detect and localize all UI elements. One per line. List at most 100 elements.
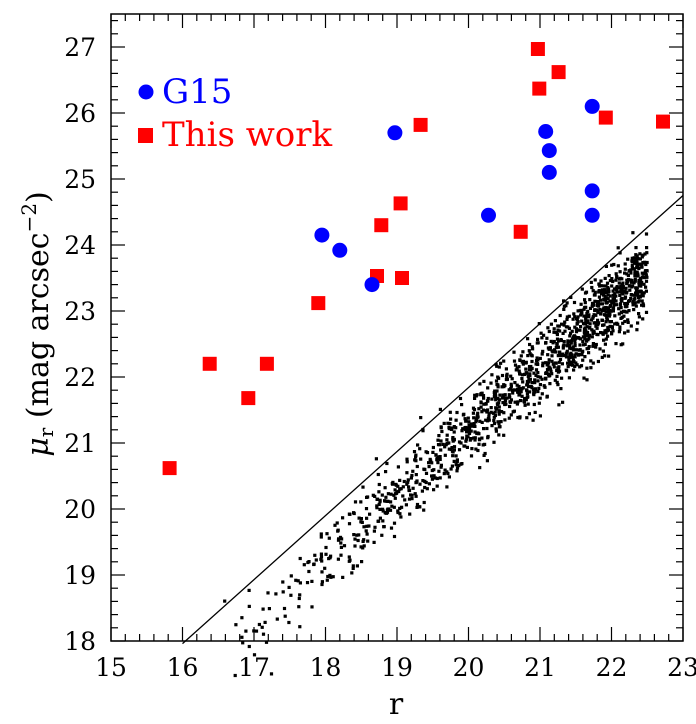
sample-point xyxy=(431,474,435,478)
sample-point xyxy=(607,274,611,278)
sample-point xyxy=(496,420,500,424)
sample-point xyxy=(507,393,511,397)
sample-point xyxy=(455,469,459,473)
sample-point xyxy=(618,276,622,280)
sample-point xyxy=(485,459,489,463)
sample-point xyxy=(409,476,413,480)
sample-point xyxy=(592,313,596,317)
sample-point xyxy=(591,289,595,293)
sample-point xyxy=(319,535,323,539)
sample-point xyxy=(637,312,641,316)
sample-point xyxy=(527,412,531,416)
sample-point xyxy=(501,393,505,397)
sample-point xyxy=(567,314,571,318)
sample-point xyxy=(261,607,265,611)
sample-point xyxy=(566,361,570,365)
sample-point xyxy=(641,317,645,321)
sample-point xyxy=(626,320,630,324)
y-tick-label: 27 xyxy=(64,33,96,62)
sample-point xyxy=(502,411,506,415)
sample-point xyxy=(637,315,641,319)
sample-point xyxy=(540,336,544,340)
sample-point xyxy=(574,361,578,365)
sample-point xyxy=(393,488,397,492)
sample-point xyxy=(471,411,475,415)
sample-point xyxy=(636,272,640,276)
sample-point xyxy=(477,407,481,411)
sample-point xyxy=(515,383,519,387)
sample-point xyxy=(606,326,610,330)
sample-point xyxy=(439,439,443,443)
sample-point xyxy=(527,368,531,372)
sample-point xyxy=(537,386,541,390)
sample-point xyxy=(386,507,390,511)
sample-point xyxy=(483,442,487,446)
sample-point xyxy=(632,261,636,265)
sample-point xyxy=(381,507,385,511)
sample-point xyxy=(247,588,251,592)
sample-point xyxy=(555,368,559,373)
x-axis-label: r xyxy=(389,687,404,722)
sample-point xyxy=(509,387,513,391)
sample-point xyxy=(567,355,572,359)
sample-point xyxy=(415,502,420,507)
sample-point xyxy=(633,293,637,297)
sample-point xyxy=(528,390,532,394)
sample-point xyxy=(576,309,580,313)
sample-point xyxy=(573,337,577,341)
sample-point xyxy=(489,406,493,410)
sample-point xyxy=(383,499,387,503)
sample-point xyxy=(552,330,556,334)
sample-point xyxy=(467,428,471,432)
sample-point xyxy=(392,521,397,525)
fit-line-layer xyxy=(182,195,684,645)
sample-point xyxy=(257,622,261,627)
sample-point xyxy=(586,346,590,350)
sample-point xyxy=(455,458,459,462)
sample-point xyxy=(399,487,403,491)
sample-point xyxy=(628,288,632,292)
sample-point xyxy=(452,445,457,449)
sample-point xyxy=(591,315,595,319)
sample-point xyxy=(562,340,566,344)
sample-point xyxy=(599,312,603,316)
sample-point xyxy=(551,350,555,354)
sample-point xyxy=(588,322,592,326)
sample-point xyxy=(513,363,518,367)
sample-point xyxy=(598,347,602,351)
sample-point xyxy=(499,361,503,365)
sample-point xyxy=(597,295,601,299)
sample-point xyxy=(544,341,548,345)
sample-point xyxy=(581,339,585,343)
sample-point xyxy=(420,489,424,493)
sample-point xyxy=(378,498,382,502)
sample-point xyxy=(548,382,552,386)
sample-point xyxy=(451,454,455,458)
sample-point xyxy=(476,411,480,415)
sample-point xyxy=(509,413,513,417)
sample-point xyxy=(281,580,285,584)
sample-point xyxy=(637,282,641,286)
sample-point xyxy=(578,328,582,332)
sample-point xyxy=(320,582,324,587)
sample-point xyxy=(502,383,506,387)
sample-point xyxy=(617,281,621,285)
sample-point xyxy=(538,396,542,400)
sample-point xyxy=(583,298,587,302)
sample-point xyxy=(590,304,594,308)
sample-point xyxy=(382,525,386,529)
sample-point xyxy=(513,400,517,404)
sample-point xyxy=(373,525,377,529)
sample-point xyxy=(619,306,623,310)
sample-point xyxy=(587,315,591,319)
sample-point xyxy=(260,625,264,629)
sample-point xyxy=(425,451,430,455)
sample-point xyxy=(607,288,611,292)
sample-point xyxy=(618,251,622,255)
sample-point xyxy=(521,362,525,366)
sample-point xyxy=(593,290,597,294)
sample-point xyxy=(494,397,498,401)
sample-point xyxy=(529,353,533,357)
sample-point xyxy=(534,362,538,366)
sample-point xyxy=(578,343,582,347)
